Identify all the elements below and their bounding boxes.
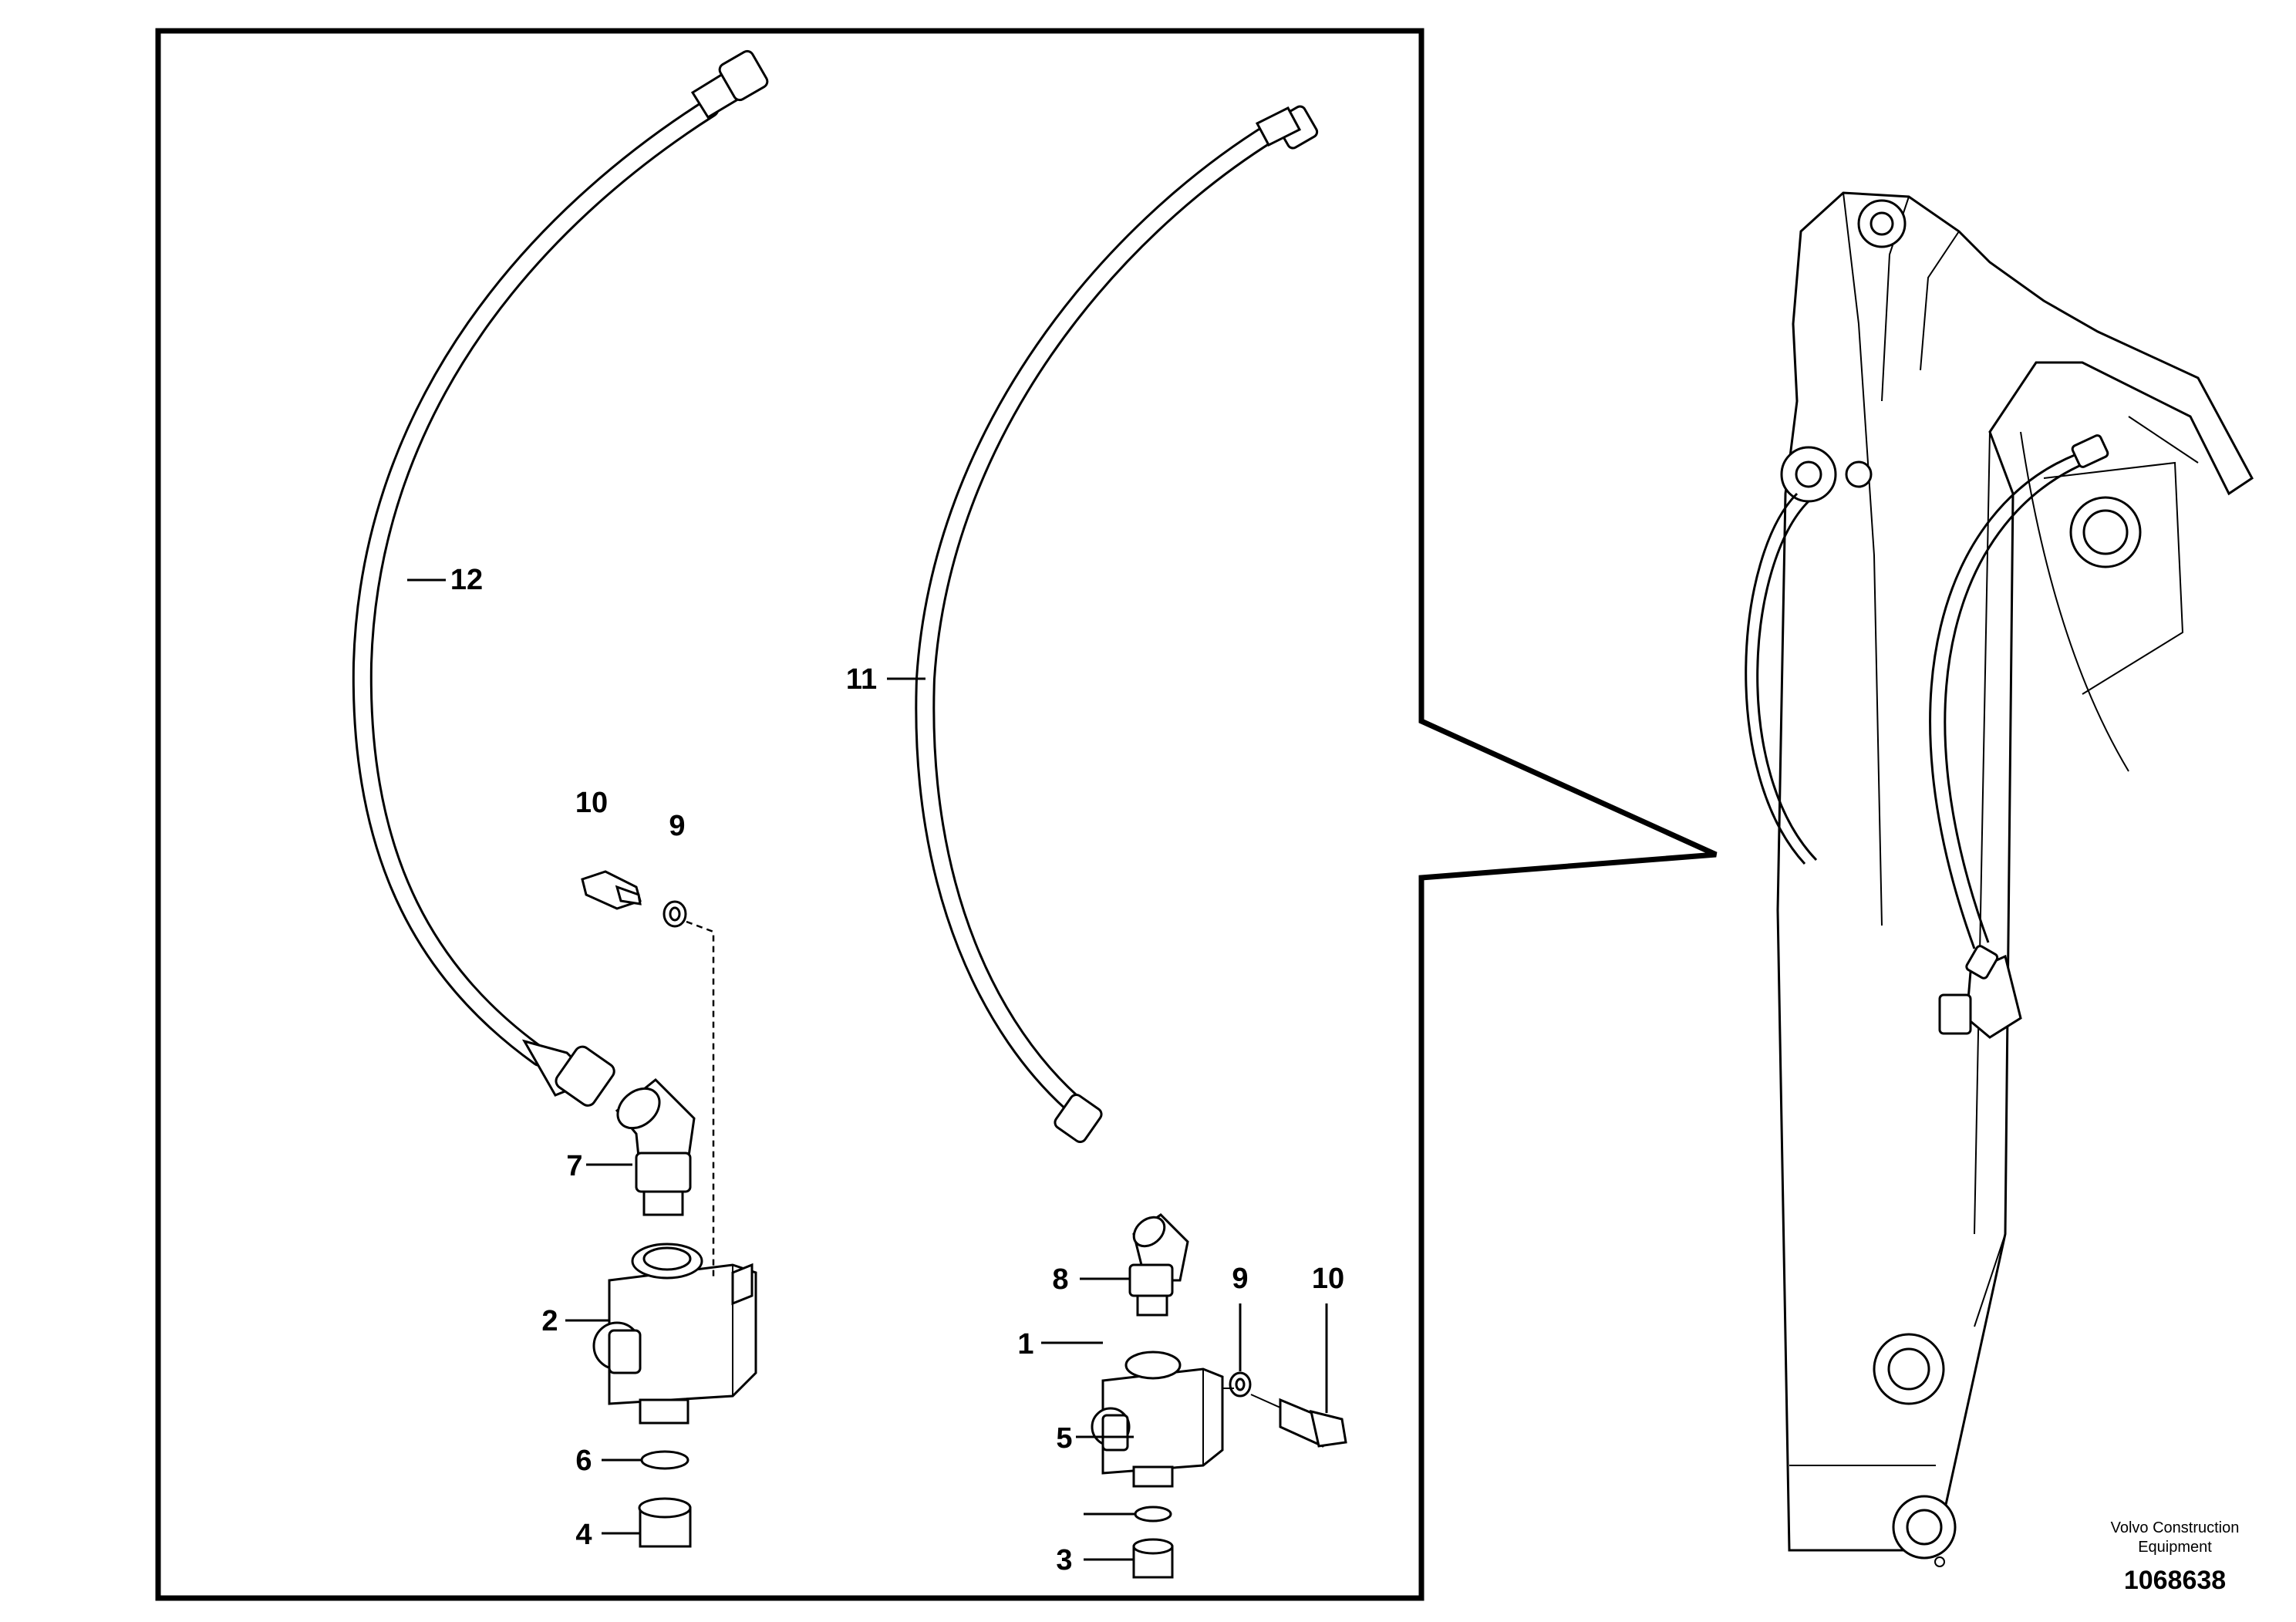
callout-12: 12: [450, 564, 483, 596]
drawing-number: 1068638: [2124, 1566, 2226, 1595]
hose-12: [352, 49, 769, 1107]
callout-labels: 12 11 10 9 7 2 6 4 8 9 10 1 5 3: [450, 564, 1344, 1576]
valve-block-1: [1091, 1351, 1224, 1488]
plug-3: [1132, 1538, 1174, 1579]
callout-10-left: 10: [575, 787, 608, 819]
leader-lines: [407, 578, 1328, 1561]
o-ring-5: [1134, 1506, 1172, 1523]
washer-9-left: [663, 900, 687, 928]
callout-5: 5: [1056, 1422, 1072, 1455]
callout-9-left: 9: [669, 810, 685, 842]
callout-10-right: 10: [1312, 1263, 1344, 1295]
o-ring-6: [640, 1450, 689, 1470]
plug-4: [638, 1497, 692, 1548]
callout-4: 4: [575, 1519, 592, 1551]
callout-8: 8: [1052, 1263, 1068, 1296]
bolt-10-right: [1279, 1398, 1347, 1448]
callout-7: 7: [566, 1150, 582, 1182]
brand-line-1: Volvo Construction: [2111, 1519, 2240, 1536]
assembly-line-right-2: [1250, 1394, 1281, 1408]
valve-block-2: [592, 1243, 757, 1425]
callout-1: 1: [1017, 1328, 1033, 1361]
washer-9-right: [1229, 1371, 1252, 1398]
callout-6: 6: [575, 1445, 592, 1477]
assembly-line-left: [686, 920, 715, 1276]
bolt-10-left: [581, 870, 642, 910]
callout-11: 11: [846, 663, 877, 696]
elbow-fitting-8: [1128, 1213, 1189, 1317]
callout-9-right: 9: [1232, 1263, 1248, 1295]
excavator-arm: [1745, 191, 2254, 1567]
brand-line-2: Equipment: [2138, 1539, 2212, 1556]
elbow-fitting-7: [615, 1077, 696, 1216]
callout-2: 2: [541, 1305, 558, 1337]
hose-11: [915, 105, 1319, 1144]
callout-3: 3: [1056, 1544, 1072, 1576]
detail-frame: [155, 28, 1718, 1601]
